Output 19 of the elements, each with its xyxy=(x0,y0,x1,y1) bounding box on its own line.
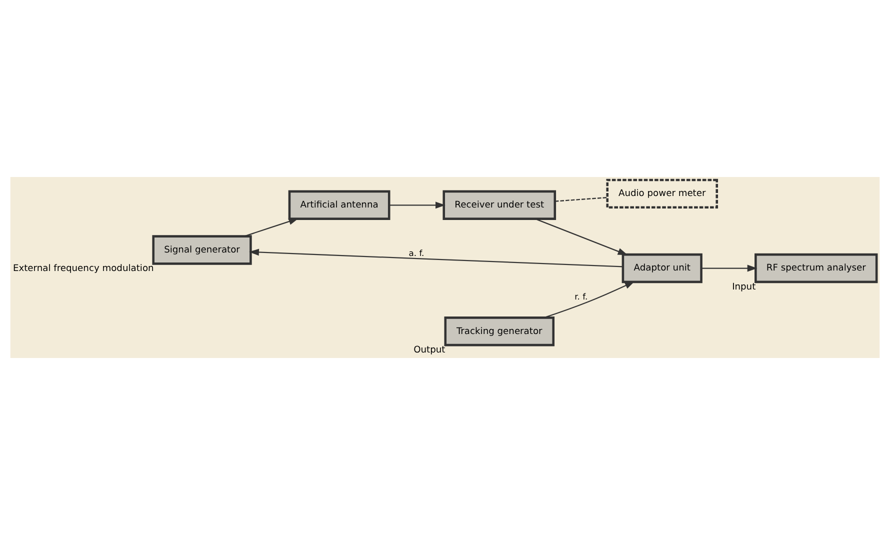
arrow xyxy=(544,280,635,318)
edge-label: r. f. xyxy=(574,290,588,301)
arrow xyxy=(701,264,758,272)
node-label: Output xyxy=(414,344,446,355)
arrow xyxy=(244,218,299,236)
arrow xyxy=(249,248,623,267)
node-box: Receiver under test xyxy=(442,190,556,220)
node-box: RF spectrum analyser xyxy=(754,252,878,283)
node-box: Artificial antenna xyxy=(288,190,390,220)
arrow xyxy=(389,201,446,208)
node-label: External frequency modulation xyxy=(12,264,154,274)
node-label: Input xyxy=(732,282,756,292)
edge-label: a. f. xyxy=(408,247,424,258)
connector xyxy=(554,196,608,202)
node-box: Audio power meter xyxy=(606,178,718,208)
node-box: Tracking generator xyxy=(444,316,554,346)
arrow xyxy=(534,218,628,255)
node-box: Adaptor unit xyxy=(622,252,702,283)
node-box: Signal generator xyxy=(152,234,252,264)
